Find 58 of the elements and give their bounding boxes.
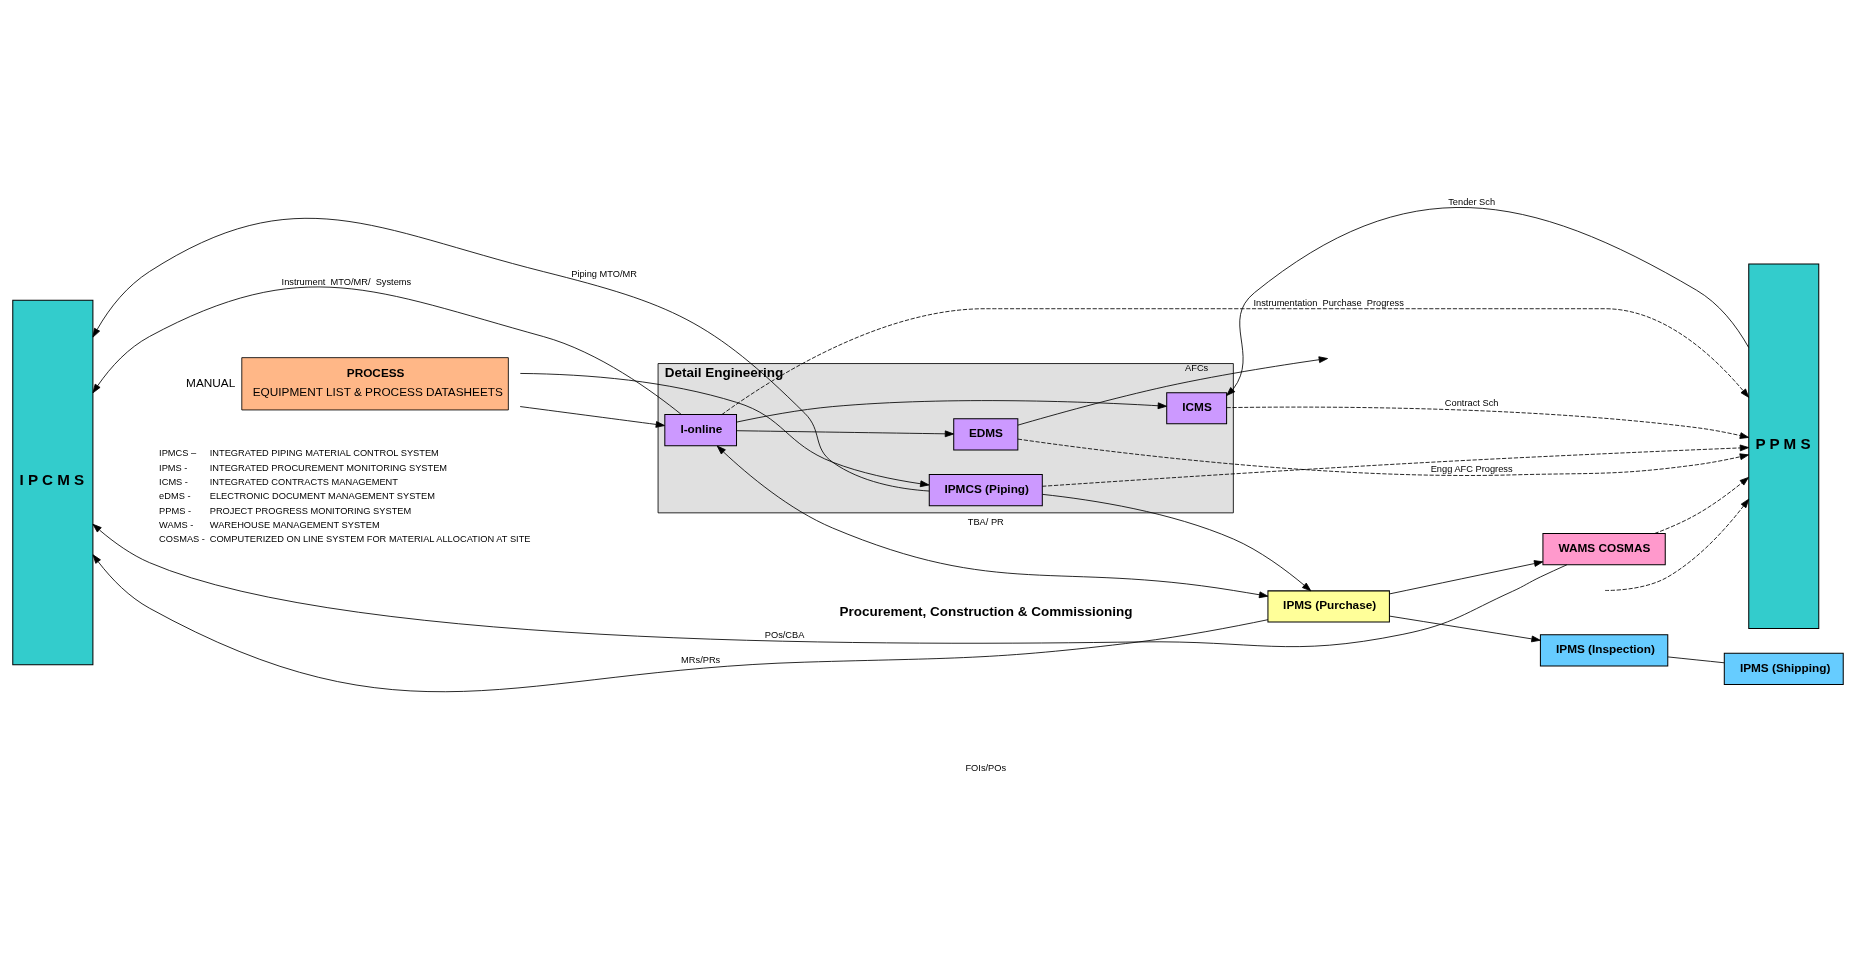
node-box: IPMS (Purchase) <box>1267 589 1390 623</box>
node-box: IPMS (Inspection) <box>1539 633 1669 666</box>
arrow <box>1042 493 1312 591</box>
node-box: EDMS <box>953 417 1019 450</box>
label: WAREHOUSE MANAGEMENT SYSTEM <box>209 519 380 530</box>
arrow <box>1226 406 1750 439</box>
label: WAMS - <box>159 519 194 530</box>
label: COSMAS - <box>159 533 205 544</box>
edge-label: Instrument MTO/MR/ Systems <box>281 276 412 287</box>
arrow <box>92 217 930 491</box>
edge-label: Contract Sch <box>1444 397 1499 408</box>
label: INTEGRATED CONTRACTS MANAGEMENT <box>209 476 398 487</box>
connector <box>1667 656 1725 663</box>
arrow <box>92 553 1269 692</box>
arrow <box>1604 498 1750 591</box>
arrow <box>1226 206 1750 396</box>
label: INTEGRATED PROCUREMENT MONITORING SYSTEM <box>209 462 448 473</box>
node-box: I P C M S <box>12 299 94 665</box>
edge-label: POs/CBA <box>764 629 805 640</box>
arrow <box>519 405 665 428</box>
arrow <box>1017 355 1328 426</box>
label: Procurement, Construction & Commissioning <box>839 603 1133 619</box>
node-box: WAMS COSMAS <box>1542 532 1666 565</box>
arrow <box>736 399 1167 423</box>
label: ELECTRONIC DOCUMENT MANAGEMENT SYSTEM <box>209 490 435 501</box>
node-box: I-online <box>664 413 738 446</box>
arrow <box>519 372 930 487</box>
label: INTEGRATED PIPING MATERIAL CONTROL SYSTEM <box>209 447 439 458</box>
arrow <box>736 429 955 437</box>
arrow <box>1041 444 1750 487</box>
node-box: IPMCS (Piping) <box>928 473 1043 506</box>
edge-label: TBA/ PR <box>967 516 1004 527</box>
arrow <box>92 286 682 415</box>
edge-label: Piping MTO/MR <box>571 268 637 278</box>
label: PPMS - <box>159 505 192 516</box>
arrow <box>92 523 1568 647</box>
node-box: ICMS <box>1166 391 1228 424</box>
arrow <box>716 445 1269 598</box>
label: FOIs/POs <box>965 762 1007 773</box>
label: IPMCS – <box>159 447 197 458</box>
arrow <box>721 307 1750 415</box>
arrow <box>1654 476 1749 534</box>
arrow <box>1389 615 1541 642</box>
edge-label: Engg AFC Progress <box>1430 463 1513 474</box>
label: COMPUTERIZED ON LINE SYSTEM FOR MATERIAL ALLOCATION AT SITE <box>209 533 531 544</box>
node-box: IPMS (Shipping) <box>1723 652 1844 685</box>
arrow <box>1017 438 1750 476</box>
label: eDMS - <box>159 490 191 501</box>
edge-label: Instrumentation Purchase Progress <box>1253 297 1404 308</box>
label: IPMS - <box>159 462 188 473</box>
edge-label: MRs/PRs <box>681 654 721 665</box>
edge-label: AFCs <box>1185 362 1209 373</box>
node-box: P P M S <box>1748 263 1820 629</box>
arrow <box>1389 559 1544 594</box>
edge-label: Tender Sch <box>1448 196 1496 207</box>
label: ICMS - <box>159 476 188 487</box>
node-label: MANUAL <box>186 375 236 390</box>
label: PROJECT PROGRESS MONITORING SYSTEM <box>209 505 412 516</box>
